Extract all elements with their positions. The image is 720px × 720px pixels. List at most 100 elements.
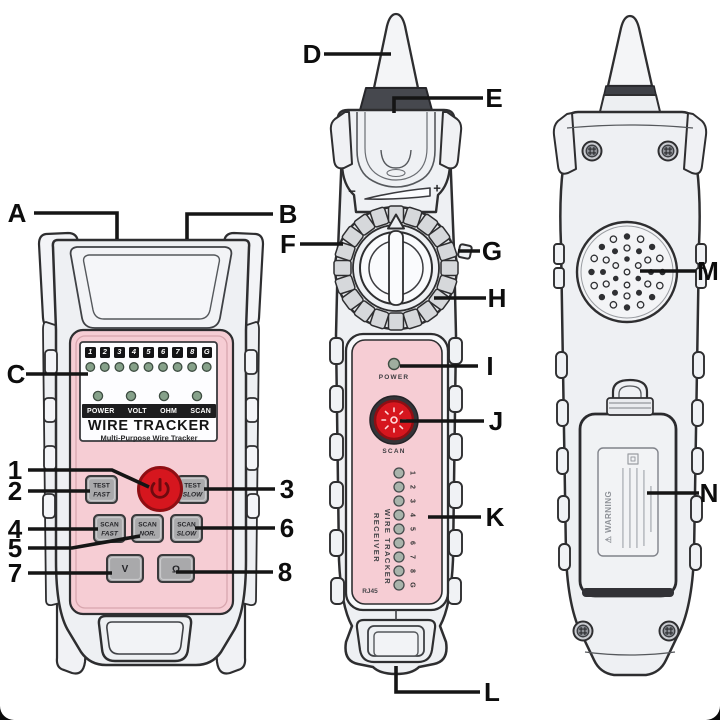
probe-tip [372,12,420,90]
status-label-scan: SCAN [190,407,211,415]
pointer-5 [28,534,141,550]
receiver-pin-label: 7 [408,555,416,559]
pin-chip: 8 [186,347,198,358]
brand-subtitle: Multi-Purpose Wire Tracker [100,433,198,443]
scan-flash-icon [381,407,407,433]
test-fast-label-bottom: FAST [93,492,111,499]
scan-button [369,395,419,445]
transmitter-face-panel-seam [75,335,228,609]
volume-plus-mark: + [433,180,441,196]
power-icon [150,478,170,499]
power-led [387,357,401,371]
probe-band-back [603,85,657,96]
callout-a: A [7,198,27,228]
dial-pointer-mark [387,213,405,230]
battery-door-latch-ribs [609,402,651,409]
receiver-back-left-ear [552,112,577,175]
scan-fast-label-bottom: FAST [101,531,119,538]
receiver-back-illustration [552,14,708,677]
callout-4: 4 [7,514,23,544]
receiver-side-text-1: WIRE TRACKER [382,508,392,586]
pin-chip: G [201,347,212,358]
keypad [85,466,209,583]
callout-6: 6 [279,513,295,543]
status-label-ohm: OHM [160,407,177,415]
status-led-row [92,390,203,402]
battery-door-latch-inner [618,385,642,400]
callout-g: G [481,236,503,266]
receiver-pin-label: 1 [408,471,416,475]
callout-7: 7 [7,558,23,588]
receiver-power-label: POWER [378,373,410,381]
pin-chip: 5 [143,347,154,358]
receiver-pin-label: G [408,582,416,588]
receiver-pin-label: 8 [408,569,416,573]
scan-nor-label-bottom: NOR. [139,531,155,538]
battery-door-bottom-edge [582,588,674,597]
receiver-front-edge-bumps [329,337,463,605]
test-slow-label-bottom: SLOW [183,492,203,499]
pointer-l [394,666,480,694]
receiver-side-text-2: RECEIVER [371,512,381,564]
status-label-power: POWER [87,407,115,415]
receiver-pin-label: 5 [408,527,416,531]
test-slow-label-top: TEST [184,483,201,490]
callout-3: 3 [279,474,295,504]
rj45-label: RJ45 [362,587,378,595]
receiver-pin-label: 6 [408,541,416,545]
callout-b: B [278,199,298,229]
transmitter-bottom-socket-inner [106,621,184,655]
pin-chip: 1 [85,347,96,358]
volt-button-label: V [122,564,129,575]
pin-chip: 7 [172,347,183,358]
callout-j: J [488,406,504,436]
pin-chip: 4 [128,347,140,358]
warning-text: ⚠ WARNING [604,490,613,544]
receiver-pin-label: 3 [408,499,416,503]
warning-box-icon [627,453,639,465]
warning-fine-print-lines [622,468,652,548]
callout-n: N [699,478,719,508]
rj45-socket-opening [373,631,419,657]
receiver-pin-label: 4 [408,513,416,517]
probe-cradle-lines [356,112,436,188]
screw-top-left [581,140,603,162]
volume-wedge [364,187,431,200]
pointer-e [392,96,483,113]
receiver-led-column [393,467,405,591]
receiver-back-right-ear [683,112,708,175]
scan-slow-label-bottom: SLOW [177,531,197,538]
pin-chip: 6 [157,347,169,358]
callout-f: F [280,229,296,259]
callout-5: 5 [7,533,23,563]
receiver-scan-label: SCAN [382,447,406,455]
transmitter-illustration: TEST FAST TEST SLOW SCAN FAST SCAN NOR. … [37,231,265,675]
callout-m: M [697,256,719,286]
pointer-b [185,212,273,239]
pin-chip: 2 [99,347,111,358]
receiver-pin-label: 2 [408,485,416,489]
receiver-back-edge-bumps [553,243,707,571]
scan-nor-label-top: SCAN [138,522,157,529]
receiver-front-illustration [329,12,473,676]
scan-slow-label-top: SCAN [177,522,196,529]
test-fast-label-top: TEST [93,483,110,490]
volume-minus-mark: − [348,183,356,199]
callout-k: K [485,502,505,532]
callout-c: C [6,359,26,389]
brand-title: WIRE TRACKER [87,417,211,434]
pointer-a [34,211,119,239]
callout-i: I [486,351,494,381]
status-label-bar: POWER VOLT OHM SCAN [82,404,216,418]
pin-number-row: 1 2 3 4 5 6 7 8 G [85,347,212,358]
ohm-button [157,554,195,583]
receiver-front-right-ear [439,111,463,170]
receiver-back-shoulder-seam [566,124,694,129]
pin-chip: 3 [114,347,125,358]
callout-2: 2 [7,476,23,506]
receiver-front-left-ear [329,111,353,170]
test-fast-button [85,475,118,504]
sensitivity-dial [333,205,473,331]
photo-corner-bottom-right [706,706,720,720]
